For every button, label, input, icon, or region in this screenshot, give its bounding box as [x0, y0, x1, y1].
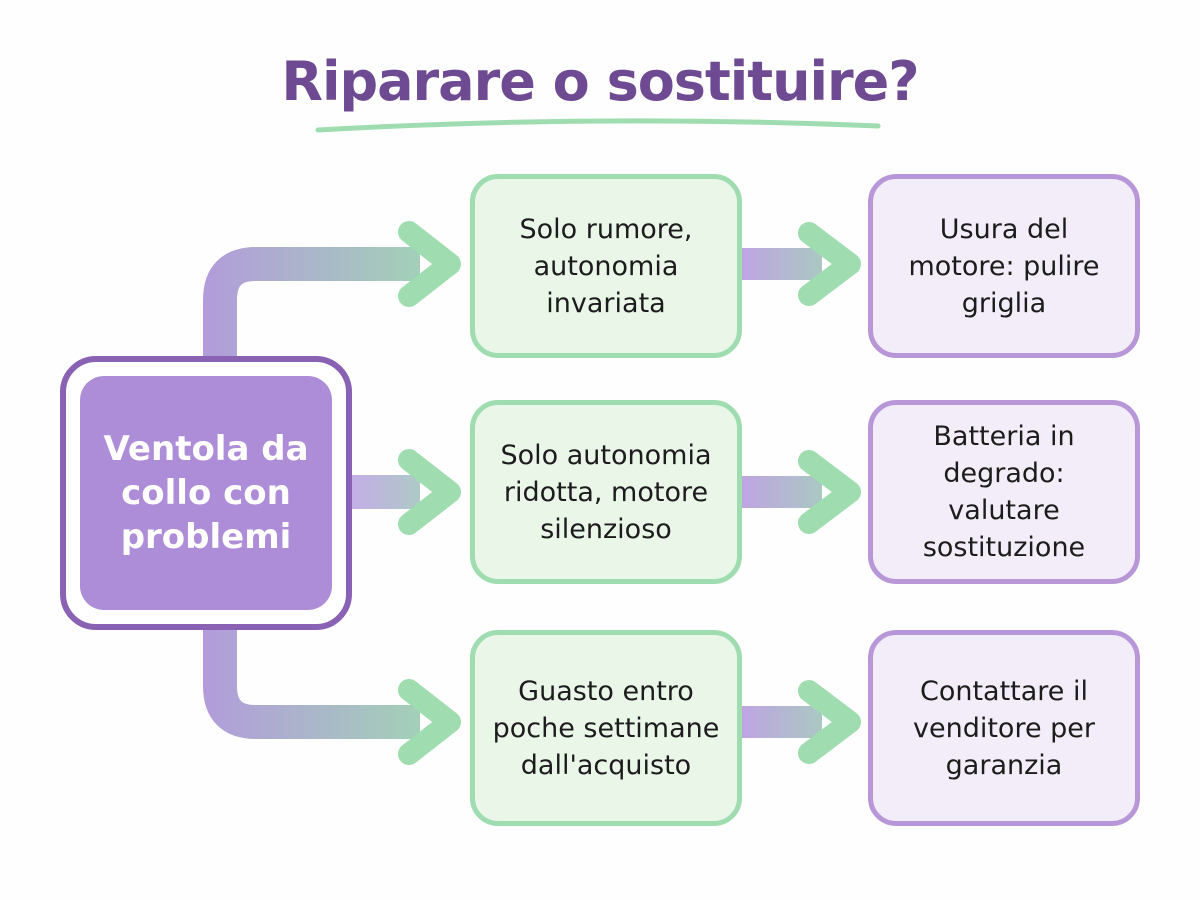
connector-branch-1: [203, 247, 420, 358]
arrowhead-branch-1: [398, 221, 461, 307]
condition-node-2: Solo autonomia ridotta, motore silenzios…: [470, 400, 742, 584]
start-node: Ventola da collo con problemi: [60, 356, 352, 630]
arrowhead-outcome-2: [798, 450, 861, 534]
title-underline: [315, 118, 881, 133]
arrowhead-outcome-3: [798, 680, 861, 764]
start-node-label: Ventola da collo con problemi: [80, 376, 332, 610]
outcome-node-3: Contattare il venditore per garanzia: [868, 630, 1140, 826]
condition-node-1: Solo rumore, autonomia invariata: [470, 174, 742, 358]
condition-node-3: Guasto entro poche settimane dall'acquis…: [470, 630, 742, 826]
arrowhead-branch-2: [398, 449, 461, 535]
outcome-node-2: Batteria in degrado: valutare sostituzio…: [868, 400, 1140, 584]
diagram-title: Riparare o sostituire?: [281, 50, 919, 113]
arrowhead-branch-3: [398, 679, 461, 765]
connector-branch-3: [203, 628, 420, 739]
arrowhead-outcome-1: [798, 222, 861, 306]
outcome-node-1: Usura del motore: pulire griglia: [868, 174, 1140, 358]
